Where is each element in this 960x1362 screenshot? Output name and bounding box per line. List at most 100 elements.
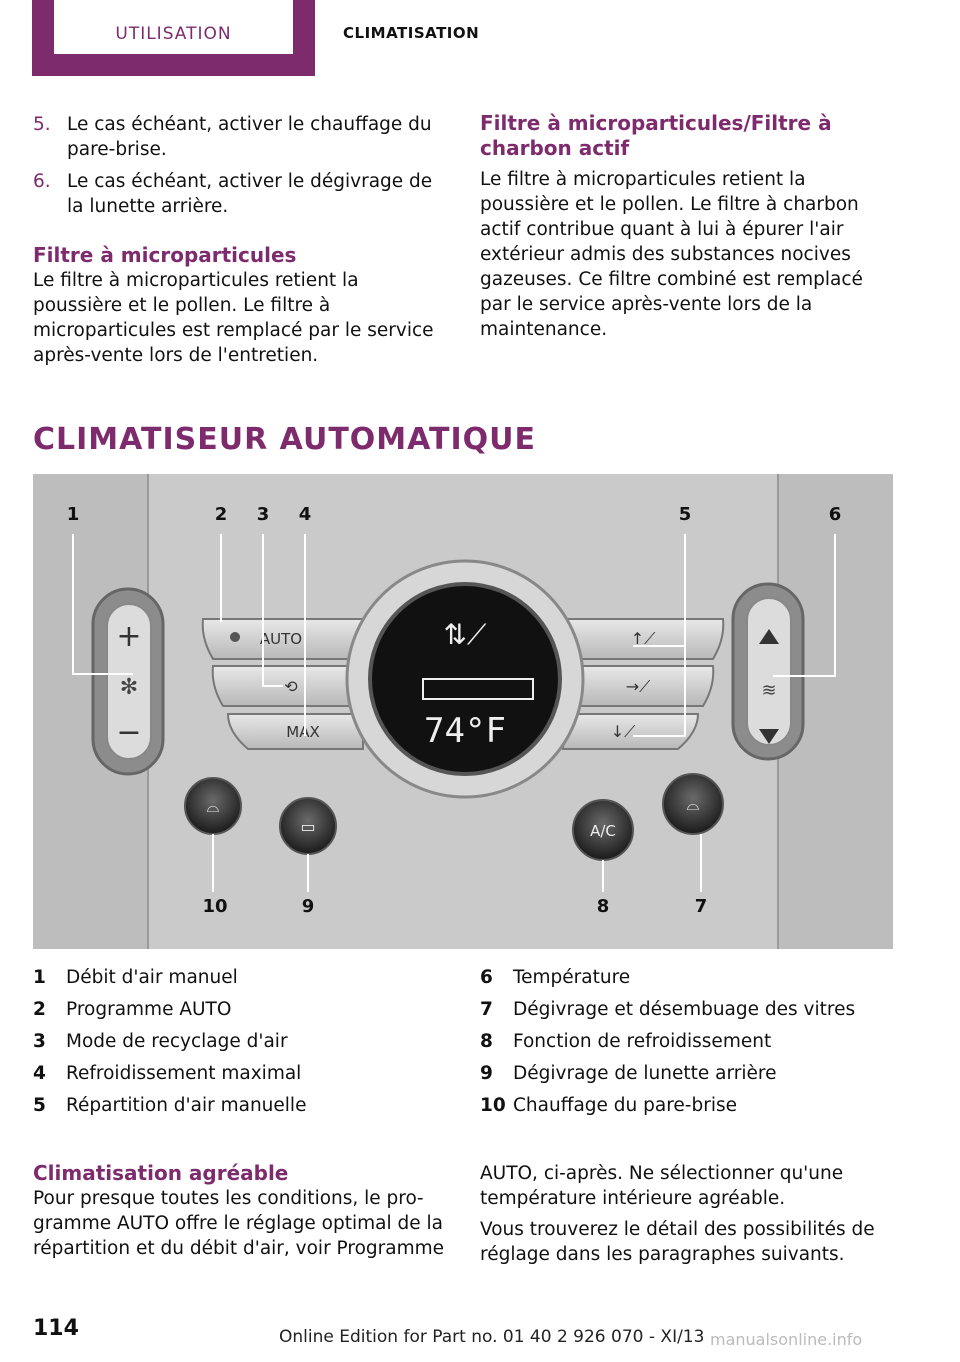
legend-text: Fonction de refroidissement (513, 1031, 772, 1052)
max-button (226, 713, 364, 750)
legend-item: 7 Dégivrage et désembuage des vitres (480, 994, 895, 1026)
step-number: 6. (33, 171, 51, 192)
plus-icon: + (116, 619, 141, 654)
legend-right: 6 Température 7 Dégivrage et désembuage de… (480, 962, 895, 1122)
callout-3: 3 (257, 504, 270, 525)
legend-text: Dégivrage de lunette arrière (513, 1063, 777, 1084)
steps-list: 5. Le cas échéant, activer le chauffage … (33, 112, 448, 226)
legend-item: 2 Programme AUTO (33, 994, 448, 1026)
legend-item: 4 Refroidissement maximal (33, 1058, 448, 1090)
left-button-bank: AUTO ⟲ MAX (201, 618, 364, 750)
step-text: Le cas échéant, activer le dégivrage de … (67, 171, 433, 217)
callout-6: 6 (829, 504, 842, 525)
legend-item: 6 Température (480, 962, 895, 994)
callout-10: 10 (202, 896, 227, 917)
airflow-up-button (562, 618, 725, 660)
legend-text: Refroidissement maximal (66, 1063, 302, 1084)
fan-speed-rocker[interactable]: + ✻ − (91, 587, 165, 776)
callout-9: 9 (302, 896, 315, 917)
temp-down-icon (759, 729, 779, 744)
heat-icon: ≋ (761, 680, 776, 701)
airflow-down-button (562, 713, 700, 750)
auto-button-label: AUTO (260, 630, 302, 648)
callout-2: 2 (215, 504, 228, 525)
legend-item: 9 Dégivrage de lunette arrière (480, 1058, 895, 1090)
comfort-text-left: Pour presque toutes les conditions, le p… (33, 1188, 445, 1259)
defrost-windows-button[interactable]: ⌓ (662, 773, 724, 835)
ac-button-label: A/C (590, 822, 616, 840)
chapter-tab-label: Climatisation (343, 24, 480, 42)
filter-charcoal-title: Filtre à microparticules/Filtre à charbo… (480, 111, 832, 160)
climate-control-figure: + ✻ − ≋ AUTO ⟲ MAX ↑⟋ →⟋ (33, 474, 893, 949)
legend-number: 10 (480, 1095, 506, 1116)
ac-button[interactable]: A/C (572, 799, 634, 861)
filter-charcoal-text: Le filtre à microparticules retient la p… (480, 169, 863, 340)
legend-item: 1 Débit d'air manuel (33, 962, 448, 994)
fan-icon: ✻ (120, 675, 138, 700)
recirculation-icon: ⟲ (284, 677, 298, 696)
windshield-heat-button[interactable]: ⌓ (184, 777, 242, 835)
airflow-middle-button (562, 665, 715, 707)
central-display: ⇅⟋ 74°F (345, 559, 585, 799)
legend-number: 2 (33, 999, 46, 1020)
comfort-title: Climatisation agréable (33, 1161, 289, 1185)
legend-number: 6 (480, 967, 493, 988)
step-text: Le cas échéant, activer le chauffage du … (67, 114, 432, 160)
legend-text: Dégivrage et désembuage des vitres (513, 999, 856, 1020)
page-number: 114 (33, 1316, 79, 1341)
temperature-rocker[interactable]: ≋ (731, 582, 805, 761)
legend-text: Répartition d'air manuelle (66, 1095, 307, 1116)
windshield-heat-icon: ⌓ (207, 797, 220, 816)
minus-icon: − (116, 715, 141, 750)
filter-micro-section: Filtre à microparticules Le filtre à mic… (33, 243, 448, 368)
rear-defrost-button[interactable]: ▭ (279, 797, 337, 855)
callout-lines (72, 534, 836, 892)
legend-number: 5 (33, 1095, 46, 1116)
section-tab: Utilisation (32, 0, 315, 76)
step-number: 5. (33, 114, 51, 135)
legend-number: 7 (480, 999, 493, 1020)
watermark: manualsonline.info (710, 1330, 863, 1349)
defrost-windows-icon: ⌓ (687, 795, 700, 814)
legend-number: 4 (33, 1063, 46, 1084)
edition-text: Online Edition for Part no. 01 40 2 926 … (279, 1327, 705, 1347)
recirculation-button (211, 665, 364, 707)
legend-number: 9 (480, 1063, 493, 1084)
step-item: 5. Le cas échéant, activer le chauffage … (33, 112, 448, 162)
callout-8: 8 (597, 896, 610, 917)
temperature-display: 74°F (424, 711, 506, 751)
callout-1: 1 (67, 504, 80, 525)
airflow-display-icon: ⇅⟋ (443, 618, 486, 651)
legend-number: 1 (33, 967, 46, 988)
filter-micro-text: Le filtre à microparticules retient la p… (33, 270, 434, 366)
legend-item: 10 Chauffage du pare-brise (480, 1090, 895, 1122)
temp-up-icon (759, 629, 779, 644)
filter-charcoal-section: Filtre à microparticules/Filtre à charbo… (480, 111, 895, 342)
airflow-up-icon: ↑⟋ (631, 629, 656, 648)
airflow-down-icon: ↓⟋ (611, 722, 636, 741)
comfort-section: Climatisation agréable Pour presque tout… (33, 1161, 448, 1261)
callout-5: 5 (679, 504, 692, 525)
legend-text: Programme AUTO (66, 999, 232, 1020)
main-heading: Climatiseur automatique (33, 422, 537, 457)
legend-number: 3 (33, 1031, 46, 1052)
callout-7: 7 (695, 896, 708, 917)
airflow-middle-icon: →⟋ (626, 677, 651, 696)
rear-defrost-icon: ▭ (300, 817, 315, 836)
legend-item: 5 Répartition d'air manuelle (33, 1090, 448, 1122)
step-item: 6. Le cas échéant, activer le dégivrage … (33, 169, 448, 219)
comfort-section-continued: AUTO, ci-après. Ne sélectionner qu'une t… (480, 1161, 895, 1267)
auto-button (201, 618, 364, 660)
legend-text: Chauffage du pare-brise (513, 1095, 737, 1116)
climate-panel-illustration: + ✻ − ≋ AUTO ⟲ MAX ↑⟋ →⟋ (33, 474, 893, 949)
legend-text: Température (513, 967, 631, 988)
right-button-bank: ↑⟋ →⟋ ↓⟋ (562, 618, 725, 750)
callout-4: 4 (299, 504, 312, 525)
legend-text: Débit d'air manuel (66, 967, 238, 988)
max-button-label: MAX (286, 723, 319, 741)
filter-micro-title: Filtre à microparticules (33, 243, 297, 267)
comfort-text-right-1: AUTO, ci-après. Ne sélectionner qu'une t… (480, 1163, 844, 1209)
